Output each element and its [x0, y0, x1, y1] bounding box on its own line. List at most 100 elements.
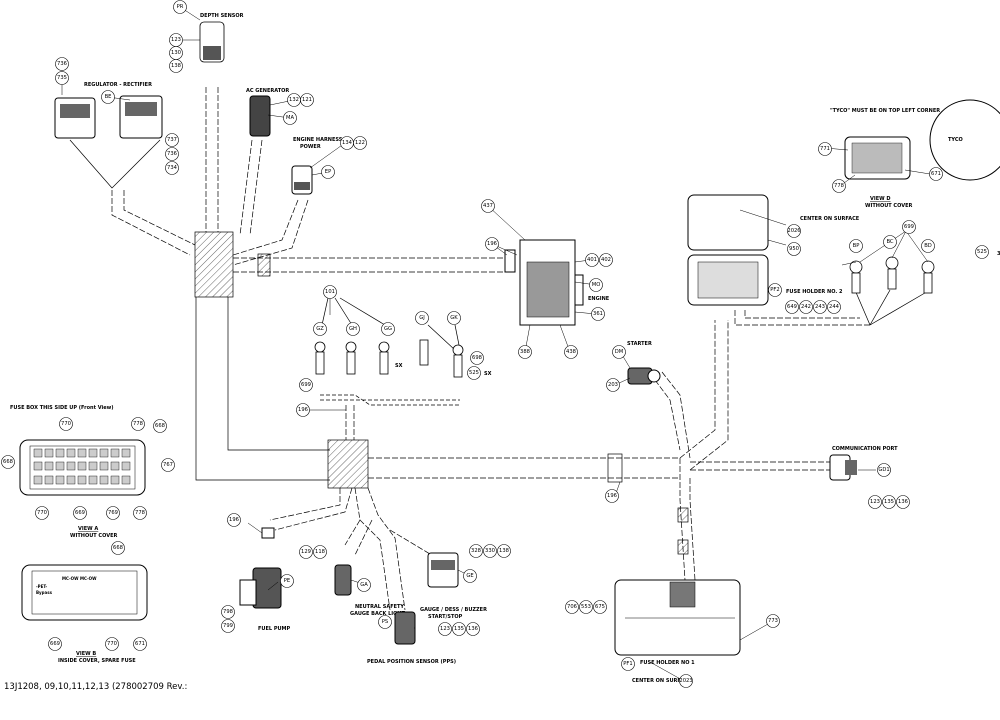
ring-terminals-a	[315, 340, 463, 377]
fuse-holder-1: FUSE HOLDER NO 1 CENTER ON SURFACE	[615, 580, 740, 684]
callout-gz: GZ	[316, 326, 324, 332]
callout-c770c: 770	[107, 641, 117, 647]
callout-c244: 244	[829, 304, 840, 310]
callout-mo: MO	[592, 282, 601, 288]
callout-c402: 402	[601, 257, 611, 263]
callout-c388: 388	[520, 349, 530, 355]
callout-be: BE	[105, 94, 112, 100]
callout-c135b: 135	[884, 499, 894, 505]
tyco-note-label: "TYCO" MUST BE ON TOP LEFT CORNER	[830, 108, 940, 114]
view-a-label: VIEW A	[78, 526, 98, 532]
callout-c668b: 668	[3, 459, 13, 465]
leader-lines	[62, 7, 930, 681]
neutral-safety-connector: NEUTRAL SAFETY GAUGE BACK LIGHT	[335, 565, 405, 617]
callout-gh: GH	[349, 326, 357, 332]
depth-sensor-label: DEPTH SENSOR	[200, 13, 244, 19]
callout-ge: GE	[466, 573, 473, 579]
callout-c2026: 2026	[787, 228, 800, 234]
harness-lines	[70, 87, 930, 610]
callout-c437: 437	[483, 203, 493, 209]
callout-c736b: 736	[167, 151, 177, 157]
callout-pe: PE	[284, 578, 290, 584]
callout-c123a: 123	[171, 37, 181, 43]
callout-c121: 121	[302, 97, 312, 103]
callout-c699b: 699	[904, 224, 914, 230]
neutral-safety-label: NEUTRAL SAFETY	[355, 604, 404, 610]
callout-dm: DM	[615, 349, 623, 355]
callout-c769: 769	[108, 510, 118, 516]
callout-c361: 361	[593, 311, 603, 317]
callout-pf2: PF2	[770, 287, 779, 293]
callout-c134: 134	[342, 140, 353, 146]
callout-gk: GK	[450, 315, 458, 321]
tyco-label: TYCO	[948, 137, 963, 143]
callout-c770b: 770	[37, 510, 47, 516]
center-surface-2-label: CENTER ON SURFACE	[800, 216, 860, 222]
footer-reference: 13J1208, 09,10,11,12,13 (278002709 Rev.:	[4, 682, 187, 692]
callout-c130: 130	[171, 50, 181, 56]
callout-c330: 330	[485, 548, 495, 554]
callout-c138a: 138	[171, 63, 181, 69]
callout-c136b: 136	[898, 499, 908, 505]
starter-label: STARTER	[627, 341, 652, 347]
engine-label: ENGINE	[588, 296, 610, 302]
engine-harness-power-connector: ENGINE HARNESS POWER	[292, 137, 343, 194]
starter-connector: STARTER	[627, 341, 660, 384]
gauge-connector: GAUGE / DESS / BUZZER START/STOP	[420, 553, 487, 620]
callout-c196b: 196	[298, 407, 308, 413]
callout-pf1: PF1	[623, 661, 632, 667]
callout-c736: 736	[57, 61, 67, 67]
callout-c122: 122	[355, 140, 365, 146]
callout-c123b: 123	[440, 626, 450, 632]
callout-c136a: 136	[468, 626, 478, 632]
callout-c798: 798	[223, 609, 233, 615]
callout-c132: 132	[289, 97, 299, 103]
callout-bc: BC	[886, 239, 893, 245]
fuse-holder-2-label: FUSE HOLDER NO. 2	[786, 289, 843, 295]
callout-ep: EP	[325, 169, 331, 175]
view-d-label: VIEW D	[870, 196, 891, 202]
fuse-box-side-label: FUSE BOX THIS SIDE UP (Front View)	[10, 405, 114, 411]
callout-c699: 699	[301, 382, 311, 388]
callout-c950: 950	[789, 246, 799, 252]
engine-harness-power-label: ENGINE HARNESS	[293, 137, 343, 143]
callout-gg: GG	[384, 326, 392, 332]
sx-label-2: SX	[484, 371, 492, 377]
callout-bd: BD	[924, 243, 932, 249]
callout-c118: 118	[315, 549, 325, 555]
gauge-dess-sublabel: START/STOP	[428, 614, 463, 620]
ac-generator-label: AC GENERATOR	[246, 88, 289, 94]
callout-c737: 737	[167, 137, 177, 143]
callout-pr: PR	[177, 4, 184, 10]
callout-c735: 735	[57, 75, 67, 81]
callout-c669a: 669	[75, 510, 85, 516]
callout-c767: 767	[163, 462, 173, 468]
callout-c129: 129	[301, 549, 311, 555]
callout-ma: MA	[286, 115, 294, 121]
callout-c671a: 671	[135, 641, 145, 647]
callout-c203: 203	[608, 382, 618, 388]
callout-c770a: 770	[61, 421, 71, 427]
callout-c706: 706	[567, 604, 577, 610]
pedal-position-label: PEDAL POSITION SENSOR (PPS)	[367, 659, 456, 665]
callout-c668c: 668	[113, 545, 123, 551]
callout-ga: GA	[360, 582, 368, 588]
fuel-pump-label: FUEL PUMP	[258, 626, 291, 632]
callout-c525a: 525	[469, 370, 479, 376]
callout-c123c: 123	[870, 499, 880, 505]
mc-ow-label-2: MC-OW	[80, 576, 97, 581]
callout-c698: 698	[472, 355, 482, 361]
callout-c799: 799	[223, 623, 233, 629]
callout-c669b: 669	[50, 641, 60, 647]
view-d-sublabel: WITHOUT COVER	[865, 203, 913, 209]
callout-c243: 243	[815, 304, 825, 310]
communication-port-label: COMMUNICATION PORT	[832, 446, 898, 452]
callout-c196a: 196	[487, 241, 497, 247]
callout-c196d: 196	[607, 493, 617, 499]
callout-c135a: 135	[454, 626, 464, 632]
view-b-sublabel: INSIDE COVER, SPARE FUSE	[58, 658, 136, 664]
callout-c196c: 196	[229, 517, 239, 523]
callout-c2023: 2023	[679, 678, 692, 684]
callout-c778b: 778	[135, 510, 145, 516]
callout-ps: PS	[382, 619, 388, 625]
